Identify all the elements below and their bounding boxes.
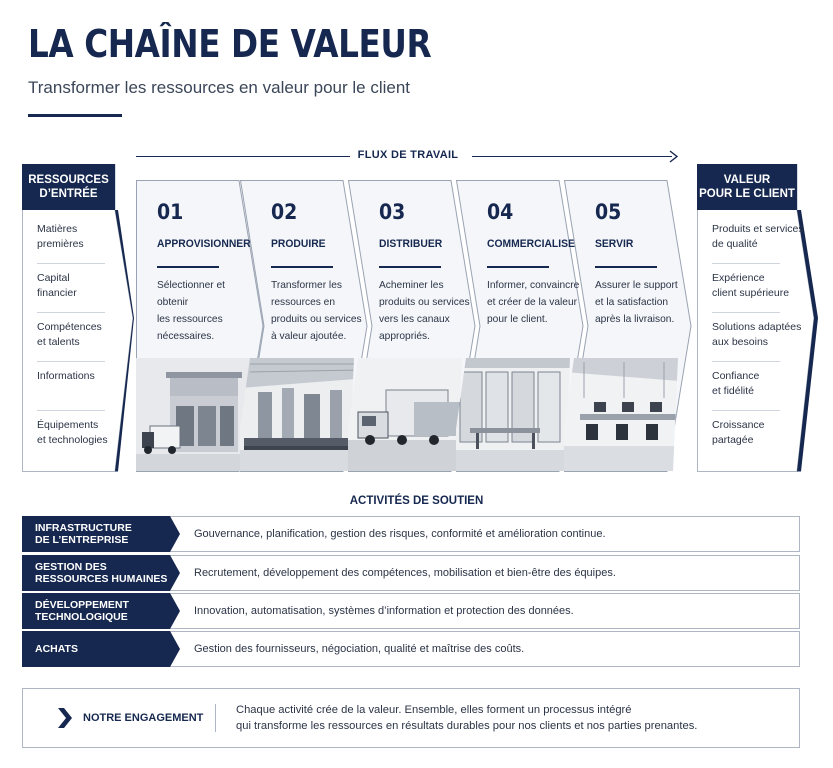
output-item-label: Solutions adaptées aux besoins <box>712 321 802 348</box>
outputs-frame <box>697 164 818 472</box>
step-rule <box>157 266 219 268</box>
step-number: 03 <box>379 200 406 224</box>
support-title: ACTIVITÉS DE SOUTIEN <box>349 495 484 507</box>
warehouse-loading-dock-photo <box>136 358 250 471</box>
support-tag <box>22 555 180 591</box>
support-tag <box>22 593 180 629</box>
output-item-label: Expérience client supérieure <box>712 272 790 299</box>
step-approvisionner: 01 APPROVISIONNER Sélectionner et obteni… <box>136 180 264 472</box>
support-row-technologie: DÉVELOPPEMENT TECHNOLOGIQUE Innovation, … <box>22 593 800 629</box>
input-item-label: Matières premières <box>37 223 84 250</box>
step-name: SERVIR <box>595 238 634 250</box>
step-servir: 05 SERVIR Assurer le support et la satis… <box>564 180 692 472</box>
support-label: INFRASTRUCTURE DE L’ENTREPRISE <box>35 522 132 546</box>
step-number: 02 <box>271 200 298 224</box>
engagement-box: NOTRE ENGAGEMENT Chaque activité crée de… <box>22 688 800 748</box>
support-text: Recrutement, développement des compétenc… <box>194 567 616 579</box>
step-rule <box>595 266 657 268</box>
support-row-infrastructure: INFRASTRUCTURE DE L’ENTREPRISE Gouvernan… <box>22 516 800 552</box>
outputs-list: Produits et services de qualité Expérien… <box>712 222 804 467</box>
inputs-list: Matières premières Capital financier Com… <box>37 222 108 467</box>
engagement-line: Chaque activité crée de la valeur. Ensem… <box>236 704 632 716</box>
step-number: 05 <box>595 200 622 224</box>
support-tag <box>22 516 180 552</box>
support-text: Gestion des fournisseurs, négociation, q… <box>194 643 525 655</box>
step-produire: 02 PRODUIRE Transformer les ressources e… <box>240 180 368 472</box>
flow-line-left <box>136 156 350 157</box>
page-subtitle: Transformer les ressources en valeur pou… <box>28 78 411 97</box>
output-item-label: Croissance partagée <box>712 419 765 446</box>
divider <box>712 312 780 313</box>
chevron-right-icon <box>58 708 72 728</box>
step-name: COMMERCIALISER <box>487 238 583 250</box>
page-title: LA CHAÎNE DE VALEUR <box>28 22 432 66</box>
flow-label: FLUX DE TRAVAIL <box>136 146 680 166</box>
step-number: 01 <box>157 200 184 224</box>
input-item: Matières premières <box>37 222 108 271</box>
outputs-title: VALEUR POUR LE CLIENT <box>699 174 795 200</box>
step-description: Acheminer les produits ou services vers … <box>379 280 470 342</box>
input-item: Capital financier <box>37 271 108 320</box>
step-rule <box>379 266 441 268</box>
input-item-label: Compétences et talents <box>37 321 102 348</box>
step-description: Informer, convaincre et créer de la vale… <box>487 280 580 325</box>
inputs-panel: RESSOURCES D’ENTRÉE Matières premières C… <box>22 164 134 472</box>
support-label: DÉVELOPPEMENT TECHNOLOGIQUE <box>35 599 129 623</box>
support-row-rh: GESTION DES RESSOURCES HUMAINES Recrutem… <box>22 555 800 591</box>
step-name: APPROVISIONNER <box>157 238 251 250</box>
inputs-frame <box>22 164 134 472</box>
glass-office-space-photo <box>456 358 570 471</box>
output-item: Produits et services de qualité <box>712 222 804 271</box>
output-item: Expérience client supérieure <box>712 271 804 320</box>
input-item: Compétences et talents <box>37 320 108 369</box>
support-row-achats: ACHATS Gestion des fournisseurs, négocia… <box>22 631 800 667</box>
step-commercialiser: 04 COMMERCIALISER Informer, convaincre e… <box>456 180 584 472</box>
flow-label-text: FLUX DE TRAVAIL <box>357 149 459 161</box>
step-description: Assurer le support et la satisfaction ap… <box>595 280 678 325</box>
engagement-text: Chaque activité crée de la valeur. Ensem… <box>236 702 697 734</box>
step-description: Transformer les ressources en produits o… <box>271 280 362 342</box>
input-item-label: Capital financier <box>37 272 77 299</box>
divider <box>37 410 105 411</box>
engagement-line: qui transforme les ressources en résulta… <box>236 720 698 732</box>
step-rule <box>487 266 549 268</box>
input-item: Informations <box>37 369 108 418</box>
support-label: ACHATS <box>35 643 78 655</box>
flow-arrow-icon <box>669 150 679 163</box>
title-underline <box>28 114 122 117</box>
input-item-label: Informations <box>37 370 95 382</box>
step-description: Sélectionner et obtenir les ressources n… <box>157 280 225 342</box>
engagement-label: NOTRE ENGAGEMENT <box>83 712 204 724</box>
divider <box>712 263 780 264</box>
output-item-label: Produits et services de qualité <box>712 223 804 250</box>
divider <box>37 312 105 313</box>
flow-line-right <box>472 156 672 157</box>
open-plan-office-photo <box>564 358 678 471</box>
step-rule <box>271 266 333 268</box>
support-text: Gouvernance, planification, gestion des … <box>194 528 606 540</box>
divider <box>215 704 216 732</box>
output-item: Solutions adaptées aux besoins <box>712 320 804 369</box>
support-text: Innovation, automatisation, systèmes d’i… <box>194 605 574 617</box>
step-distribuer: 03 DISTRIBUER Acheminer les produits ou … <box>348 180 476 472</box>
step-number: 04 <box>487 200 514 224</box>
output-item: Croissance partagée <box>712 418 804 467</box>
delivery-truck-photo <box>348 358 462 471</box>
input-item-label: Équipements et technologies <box>37 419 108 446</box>
step-name: PRODUIRE <box>271 238 326 250</box>
divider <box>37 263 105 264</box>
output-item: Confiance et fidélité <box>712 369 804 418</box>
output-item-label: Confiance et fidélité <box>712 370 760 397</box>
input-item: Équipements et technologies <box>37 418 108 467</box>
support-tag <box>22 631 180 667</box>
divider <box>37 361 105 362</box>
factory-production-line-photo <box>240 358 354 471</box>
outputs-panel: VALEUR POUR LE CLIENT Produits et servic… <box>697 164 830 472</box>
inputs-title: RESSOURCES D’ENTRÉE <box>28 174 109 200</box>
step-name: DISTRIBUER <box>379 238 443 250</box>
support-label: GESTION DES RESSOURCES HUMAINES <box>35 561 168 585</box>
divider <box>712 410 780 411</box>
divider <box>712 361 780 362</box>
